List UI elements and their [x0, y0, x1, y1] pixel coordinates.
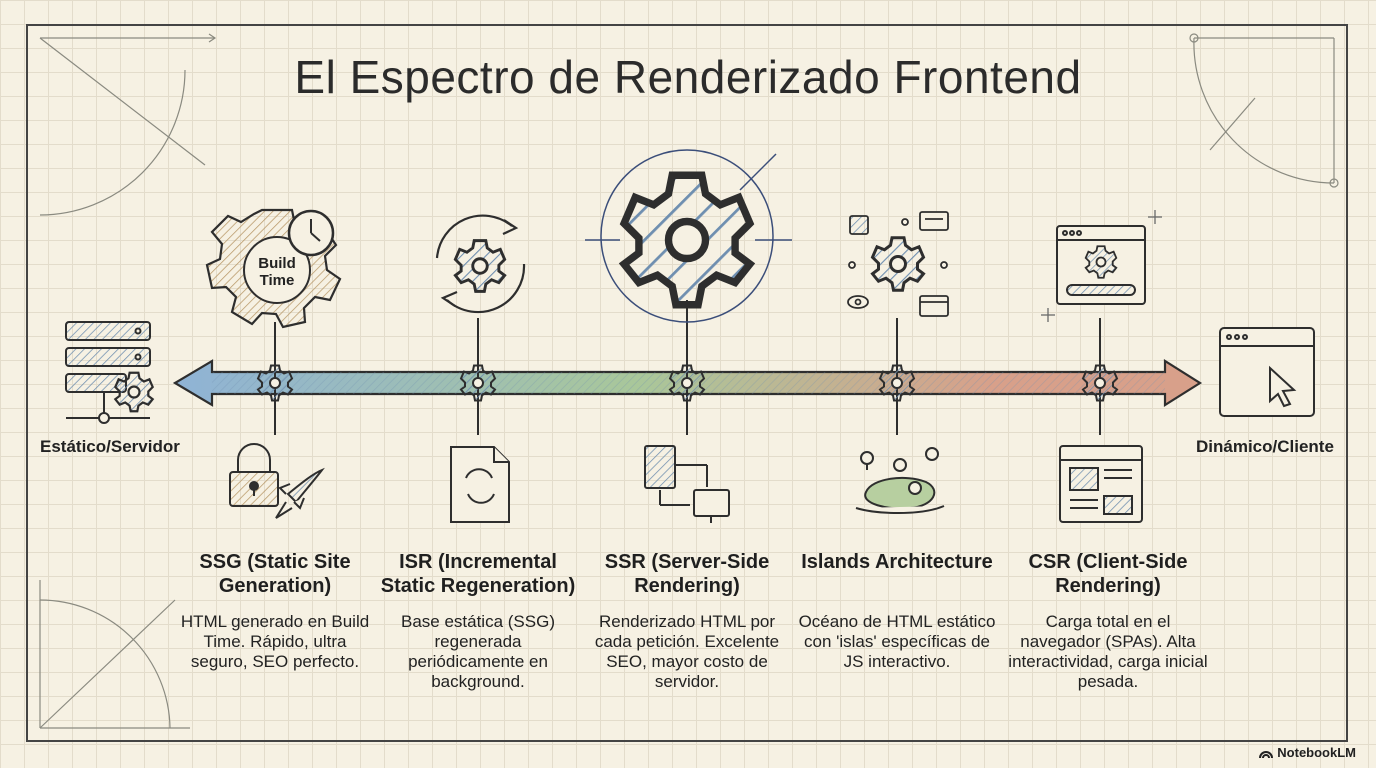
stage-description: Renderizado HTML por cada petición. Exce… [594, 612, 780, 691]
stage-description: Base estática (SSG) regenerada periódica… [400, 612, 555, 691]
corner-sketch-top-right [1189, 33, 1339, 188]
webpage-layout-icon [1059, 445, 1143, 523]
lock-icon [229, 443, 279, 507]
stage-heading: SSG (Static Site Generation) [199, 551, 351, 597]
rocket-icon [275, 467, 325, 519]
marker-gear-isr [460, 364, 496, 402]
marker-gear-ssr [669, 364, 705, 402]
stage-heading: Islands Architecture [801, 551, 993, 573]
server-to-client-icon [644, 445, 730, 523]
stage-description: HTML generado en Build Time. Rápido, ult… [180, 612, 370, 671]
spectrum-right-label: Dinámico/Cliente [1196, 437, 1334, 456]
stage-ssr: SSR (Server-Side Rendering) Renderizado … [587, 550, 787, 692]
corner-sketch-top-left [39, 33, 217, 216]
stage-islands: Islands Architecture Océano de HTML está… [797, 550, 997, 672]
stage-isr: ISR (Incremental Static Regeneration) Ba… [378, 550, 578, 692]
csr-browser-gear-icon [1056, 225, 1146, 305]
ssg-build-time-gear-icon [205, 208, 342, 329]
page-title: El Espectro de Renderizado Frontend [294, 51, 1082, 103]
stage-heading: SSR (Server-Side Rendering) [604, 551, 770, 597]
stage-ssg: SSG (Static Site Generation) HTML genera… [175, 550, 375, 672]
marker-gear-ssg [257, 364, 293, 402]
notebooklm-logo-icon [1259, 750, 1274, 758]
islands-network-icon [847, 211, 949, 317]
stage-description: Carga total en el navegador (SPAs). Alta… [1008, 612, 1208, 691]
stage-description: Océano de HTML estático con 'islas' espe… [798, 612, 996, 671]
sparkle-marks [1041, 210, 1162, 322]
marker-gear-islands [879, 364, 915, 402]
corner-sketch-bottom-left [39, 580, 190, 729]
server-icon [65, 321, 154, 424]
refresh-file-icon [450, 446, 510, 523]
spectrum-left-label: Estático/Servidor [40, 437, 180, 456]
island-map-icon [855, 447, 945, 514]
stage-heading: ISR (Incremental Static Regeneration) [380, 551, 576, 597]
brand-name: NotebookLM [1277, 745, 1356, 760]
marker-gear-csr [1082, 364, 1118, 402]
stage-heading: CSR (Client-Side Rendering) [1028, 551, 1188, 597]
brand-watermark: NotebookLM [1259, 745, 1356, 760]
diagram-frame [26, 24, 1348, 742]
isr-cycle-gear-icon [435, 214, 526, 314]
browser-cursor-icon [1219, 327, 1315, 417]
ssr-big-gear-icon [585, 149, 792, 323]
stage-csr: CSR (Client-Side Rendering) Carga total … [1008, 550, 1208, 692]
